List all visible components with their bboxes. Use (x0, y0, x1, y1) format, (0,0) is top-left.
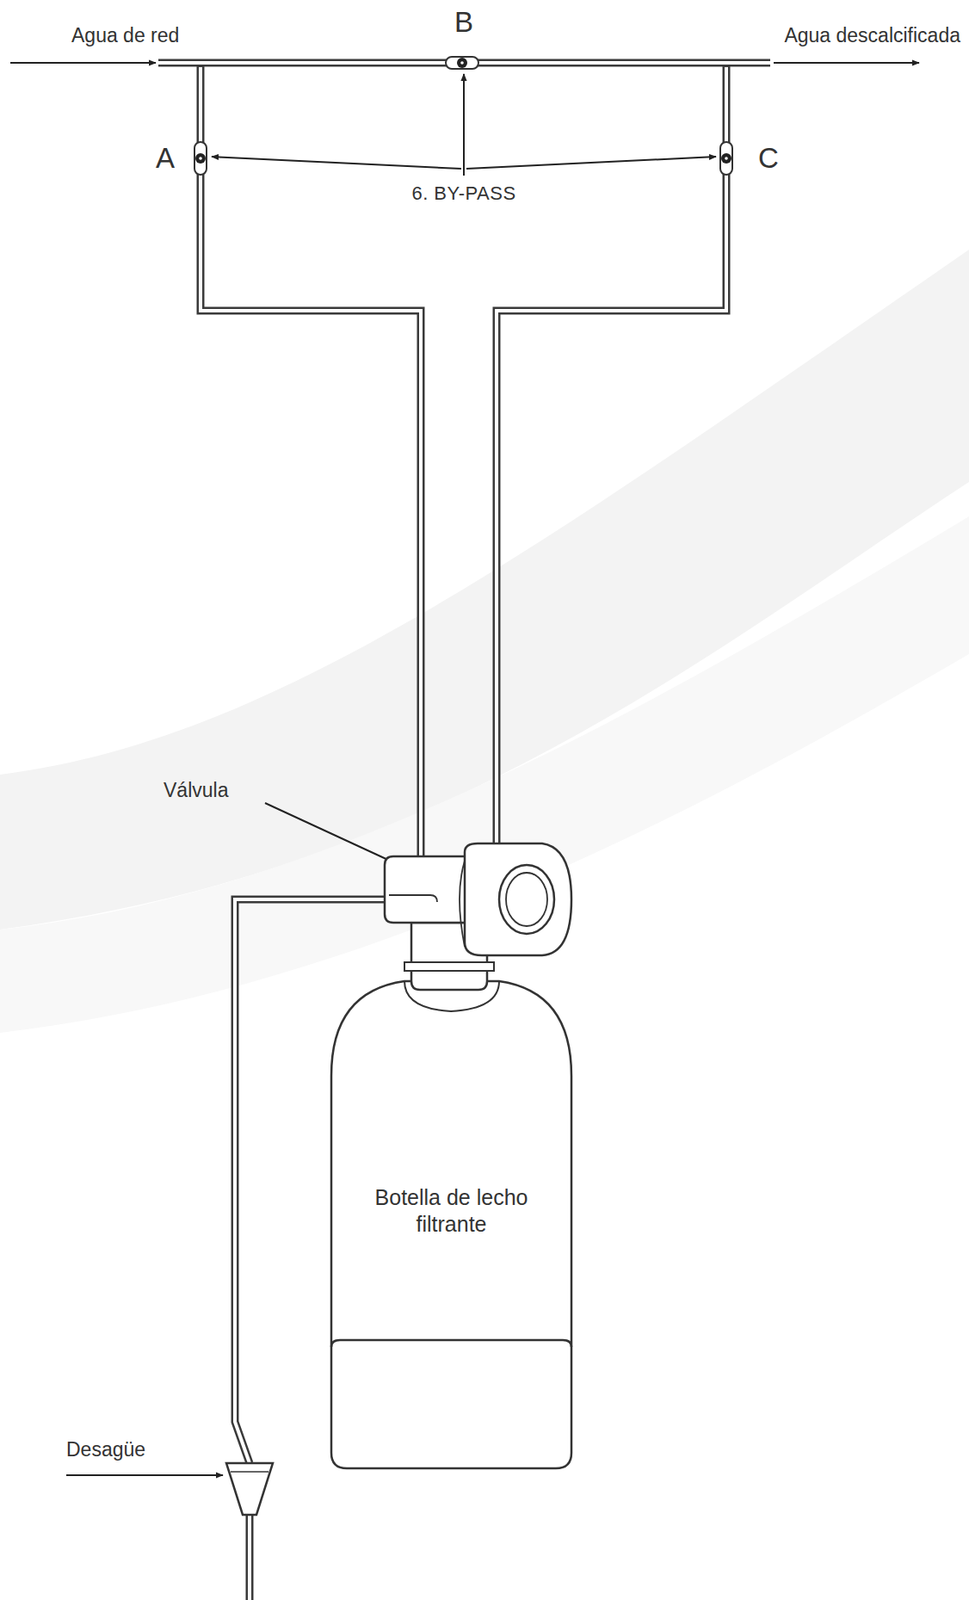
drawing-part (388, 894, 438, 902)
inlet-label: Agua de red (71, 24, 179, 47)
valve-letter: C (758, 141, 779, 175)
valve-symbols (194, 56, 733, 175)
drawing-part (445, 56, 479, 69)
part-label: Válvula (163, 778, 229, 802)
drawing-part (720, 141, 733, 175)
drawing-part (198, 156, 203, 161)
drawing-part (66, 1474, 223, 1476)
drawing-part (194, 141, 207, 175)
drawing-part (456, 57, 468, 68)
drawing-part (496, 62, 727, 861)
pipes (158, 62, 771, 1600)
drawing-part (226, 1462, 273, 1515)
drawing-part (331, 1339, 572, 1347)
drawing-part (496, 67, 727, 861)
node-text: Botella de lecho filtrante (365, 1184, 538, 1239)
drain-funnel (226, 1462, 273, 1515)
callout-label: 6. BY-PASS (411, 182, 516, 204)
drain-label: Desagüe (66, 1438, 146, 1461)
control-valve (384, 843, 572, 990)
outlet-label: Agua descalcificada (783, 24, 961, 47)
drawing-part (0, 516, 969, 1033)
drawing-part (265, 802, 402, 866)
flow-arrows (10, 62, 920, 1476)
drawing-part (200, 67, 421, 861)
valve-letter: A (155, 141, 175, 175)
valve-letter: B (454, 6, 474, 39)
drawing-part (158, 62, 771, 1600)
drawing-part (464, 843, 572, 956)
drawing-part (200, 62, 421, 861)
drawing-part (724, 156, 729, 161)
background-swoosh (0, 249, 969, 1033)
drawing-part (331, 981, 572, 1469)
drawing-part (466, 156, 716, 169)
filter-bottle (331, 981, 572, 1469)
drawing-part (230, 1470, 269, 1473)
drawing-part (506, 872, 548, 926)
drawing-part (158, 62, 771, 1600)
drawing-part (462, 74, 465, 176)
filter-bottle-box: Botella de lecho filtrante (331, 979, 572, 1469)
drawing-part (459, 860, 465, 947)
drawing-part (10, 61, 156, 64)
drawing-part (773, 61, 920, 64)
drawing-part (460, 61, 464, 65)
drawing-part (499, 864, 555, 934)
drawing-part (404, 962, 494, 971)
drawing-part (211, 156, 462, 169)
drawing-part (195, 153, 206, 164)
drawing-part (721, 153, 732, 164)
bypass-leaders (211, 74, 716, 176)
drawing-part (247, 1512, 252, 1600)
